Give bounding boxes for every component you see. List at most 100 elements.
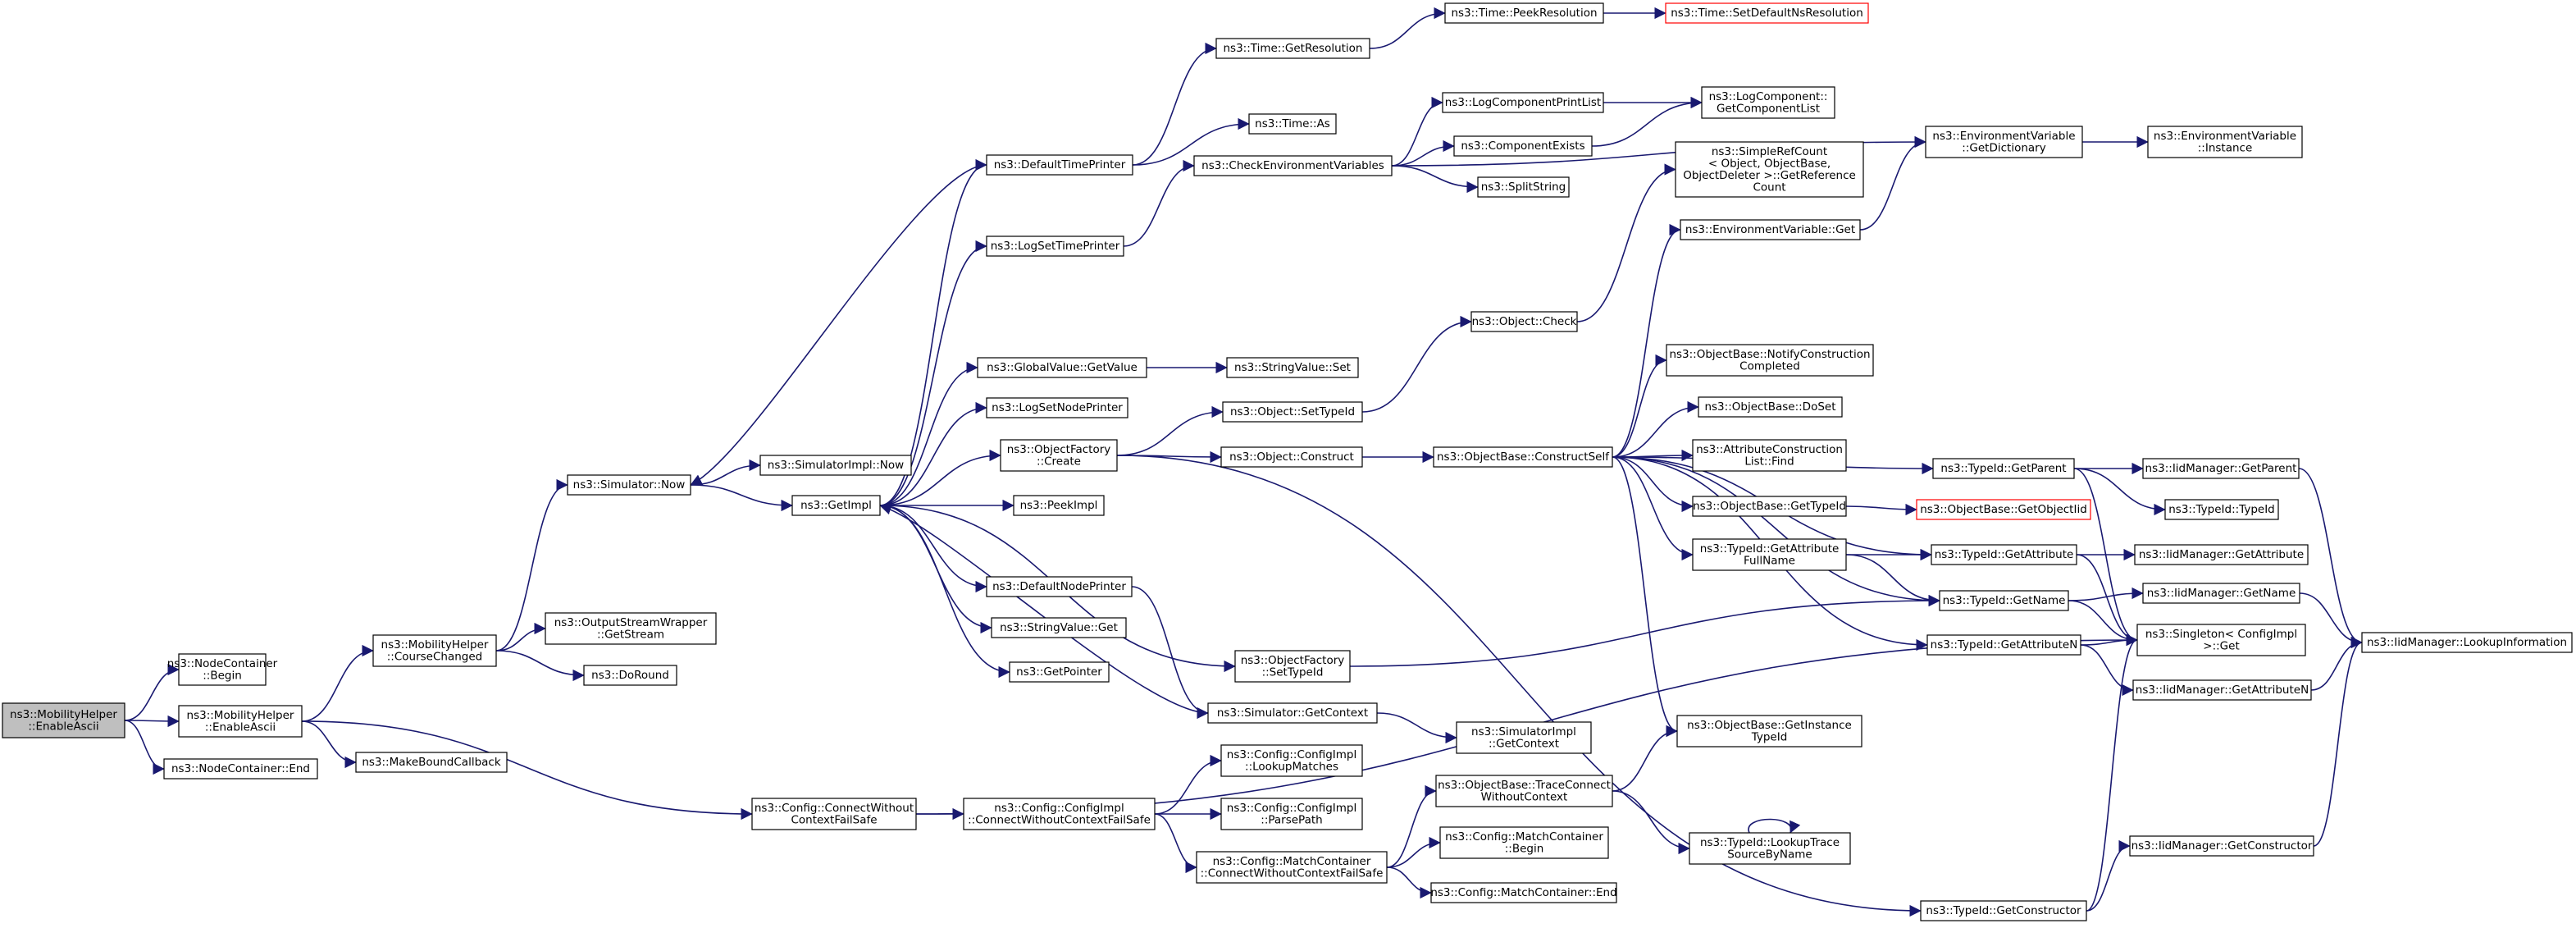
node-ob-getobjectiid[interactable]: ns3::ObjectBase::GetObjectIid (1916, 499, 2091, 520)
node-stringvalue-set[interactable]: ns3::StringValue::Set (1226, 357, 1359, 378)
node-ob-traceconnect[interactable]: ns3::ObjectBase::TraceConnectWithoutCont… (1435, 775, 1613, 807)
node-env-instance[interactable]: ns3::EnvironmentVariable::Instance (2147, 126, 2303, 158)
node-iid-getconstructor[interactable]: ns3::IidManager::GetConstructor (2129, 835, 2314, 857)
node-make-bound[interactable]: ns3::MakeBoundCallback (355, 752, 508, 773)
node-label: Count (1753, 181, 1785, 194)
node-ob-doset[interactable]: ns3::ObjectBase::DoSet (1698, 396, 1843, 418)
node-object-construct[interactable]: ns3::Object::Construct (1220, 446, 1363, 468)
node-peekimpl[interactable]: ns3::PeekImpl (1013, 495, 1105, 516)
node-logcomp-getlist[interactable]: ns3::LogComponent::GetComponentList (1701, 86, 1835, 119)
node-doround[interactable]: ns3::DoRound (583, 665, 677, 686)
node-root[interactable]: ns3::MobilityHelper::EnableAscii (2, 702, 125, 738)
call-edge (1154, 754, 1222, 815)
node-simimpl-now[interactable]: ns3::SimulatorImpl::Now (759, 455, 912, 476)
node-stringvalue-get[interactable]: ns3::StringValue::Get (991, 617, 1127, 638)
node-box (963, 798, 1156, 830)
node-label: ns3::EnvironmentVariable::Get (1685, 223, 1855, 236)
node-label: ns3::OutputStreamWrapper (554, 616, 708, 629)
node-tid-getconstructor[interactable]: ns3::TypeId::GetConstructor (1920, 900, 2087, 921)
node-box (1215, 38, 1370, 59)
call-edge (2080, 644, 2134, 697)
node-label: TypeId (1751, 730, 1788, 743)
node-default-time-printer[interactable]: ns3::DefaultTimePrinter (986, 154, 1133, 176)
node-tid-getattribute[interactable]: ns3::TypeId::GetAttribute (1931, 544, 2077, 565)
node-ob-gettypeid[interactable]: ns3::ObjectBase::GetTypeId (1692, 496, 1847, 517)
node-mh-course[interactable]: ns3::MobilityHelper::CourseChanged (372, 634, 497, 667)
node-iid-getattributen[interactable]: ns3::IidManager::GetAttributeN (2132, 679, 2312, 701)
node-object-settypeid[interactable]: ns3::Object::SetTypeId (1222, 401, 1363, 423)
node-box (1477, 176, 1570, 198)
node-label: ::LookupMatches (1245, 760, 1338, 773)
node-ob-constructself[interactable]: ns3::ObjectBase::ConstructSelf (1433, 446, 1613, 468)
node-cfgimpl-parse[interactable]: ns3::Config::ConfigImpl::ParsePath (1220, 798, 1363, 830)
node-env-getdict[interactable]: ns3::EnvironmentVariable::GetDictionary (1925, 126, 2083, 158)
node-label: ns3::IidManager::GetAttributeN (2136, 684, 2309, 697)
node-tid-getparent[interactable]: ns3::TypeId::GetParent (1932, 458, 2075, 479)
node-default-node-printer[interactable]: ns3::DefaultNodePrinter (986, 576, 1133, 597)
node-ob-notify[interactable]: ns3::ObjectBase::NotifyConstructionCompl… (1666, 344, 1874, 377)
node-object-check[interactable]: ns3::Object::Check (1470, 311, 1578, 332)
node-time-getres[interactable]: ns3::Time::GetResolution (1215, 38, 1370, 59)
node-mc-connect[interactable]: ns3::Config::MatchContainer::ConnectWith… (1196, 851, 1388, 884)
node-label: ns3::Object::Construct (1229, 450, 1354, 464)
node-cfg-connect[interactable]: ns3::Config::ConnectWithoutContextFailSa… (751, 798, 917, 830)
node-label: ::EnableAscii (28, 720, 98, 733)
node-simimpl-getcontext[interactable]: ns3::SimulatorImpl::GetContext (1456, 721, 1592, 754)
node-nc-end[interactable]: ns3::NodeContainer::End (163, 758, 318, 780)
node-iid-getparent[interactable]: ns3::IidManager::GetParent (2142, 458, 2300, 479)
node-time-setdefault[interactable]: ns3::Time::SetDefaultNsResolution (1665, 2, 1869, 24)
node-oswrap[interactable]: ns3::OutputStreamWrapper::GetStream (545, 612, 717, 645)
node-of-settypeid[interactable]: ns3::ObjectFactory::SetTypeId (1234, 650, 1351, 683)
node-tid-typeid[interactable]: ns3::TypeId::TypeId (2164, 499, 2279, 520)
node-iid-getname[interactable]: ns3::IidManager::GetName (2142, 583, 2300, 604)
node-cfgimpl-lookup[interactable]: ns3::Config::ConfigImpl::LookupMatches (1220, 744, 1363, 777)
node-log-comp-print[interactable]: ns3::LogComponentPrintList (1442, 92, 1604, 113)
node-iid-lookupinfo[interactable]: ns3::IidManager::LookupInformation (2361, 632, 2573, 653)
function-nodes: ns3::MobilityHelper::EnableAsciins3::Nod… (2, 2, 2573, 921)
call-edge (124, 663, 180, 721)
node-simplerefcount[interactable]: ns3::SimpleRefCount< Object, ObjectBase,… (1675, 141, 1864, 198)
node-cfgimpl-connect[interactable]: ns3::Config::ConfigImpl::ConnectWithoutC… (963, 798, 1156, 830)
call-edge (2068, 587, 2144, 601)
node-mh-enable[interactable]: ns3::MobilityHelper::EnableAscii (178, 705, 303, 738)
node-label: ::ConnectWithoutContextFailSafe (1201, 866, 1384, 880)
node-comp-exists[interactable]: ns3::ComponentExists (1453, 135, 1593, 157)
node-mc-end[interactable]: ns3::Config::MatchContainer::End (1430, 882, 1617, 903)
call-edge (495, 650, 585, 682)
node-box (583, 665, 677, 686)
node-iid-getattribute[interactable]: ns3::IidManager::GetAttribute (2134, 544, 2309, 565)
node-log-set-time-printer[interactable]: ns3::LogSetTimePrinter (986, 235, 1124, 257)
node-nc-begin[interactable]: ns3::NodeContainer::Begin (167, 653, 278, 686)
node-label: ns3::MobilityHelper (10, 708, 117, 721)
node-label: ns3::GetPointer (1016, 665, 1102, 679)
node-box (2134, 544, 2309, 565)
node-label: ns3::TypeId::GetConstructor (1926, 904, 2081, 917)
node-time-as[interactable]: ns3::Time::As (1248, 113, 1337, 135)
node-label: ns3::StringValue::Get (1000, 621, 1118, 634)
node-mc-begin[interactable]: ns3::Config::MatchContainer::Begin (1439, 826, 1609, 859)
node-box (1689, 832, 1851, 865)
node-sim-getcontext[interactable]: ns3::Simulator::GetContext (1207, 702, 1378, 724)
call-edge (1612, 456, 1940, 607)
node-sim-now[interactable]: ns3::Simulator::Now (567, 474, 691, 496)
node-check-env[interactable]: ns3::CheckEnvironmentVariables (1193, 155, 1393, 176)
node-getimpl[interactable]: ns3::GetImpl (791, 495, 881, 516)
node-tid-getattributen[interactable]: ns3::TypeId::GetAttributeN (1926, 634, 2081, 656)
node-label: ns3::Config::ConnectWithout (755, 802, 914, 815)
node-gv-getvalue[interactable]: ns3::GlobalValue::GetValue (977, 357, 1147, 378)
node-getpointer[interactable]: ns3::GetPointer (1009, 661, 1110, 683)
node-env-get[interactable]: ns3::EnvironmentVariable::Get (1680, 219, 1861, 240)
node-box (2136, 624, 2306, 656)
node-splitstring[interactable]: ns3::SplitString (1477, 176, 1570, 198)
node-of-create[interactable]: ns3::ObjectFactory::Create (1000, 439, 1118, 472)
node-singleton-get[interactable]: ns3::Singleton< ConfigImpl >::Get (2136, 624, 2306, 656)
node-label: ns3::IidManager::GetName (2147, 587, 2296, 600)
call-edge (1132, 117, 1250, 166)
node-log-set-node-printer[interactable]: ns3::LogSetNodePrinter (986, 397, 1128, 418)
node-time-peekres[interactable]: ns3::Time::PeekResolution (1444, 2, 1604, 24)
node-tid-getname[interactable]: ns3::TypeId::GetName (1939, 590, 2069, 611)
